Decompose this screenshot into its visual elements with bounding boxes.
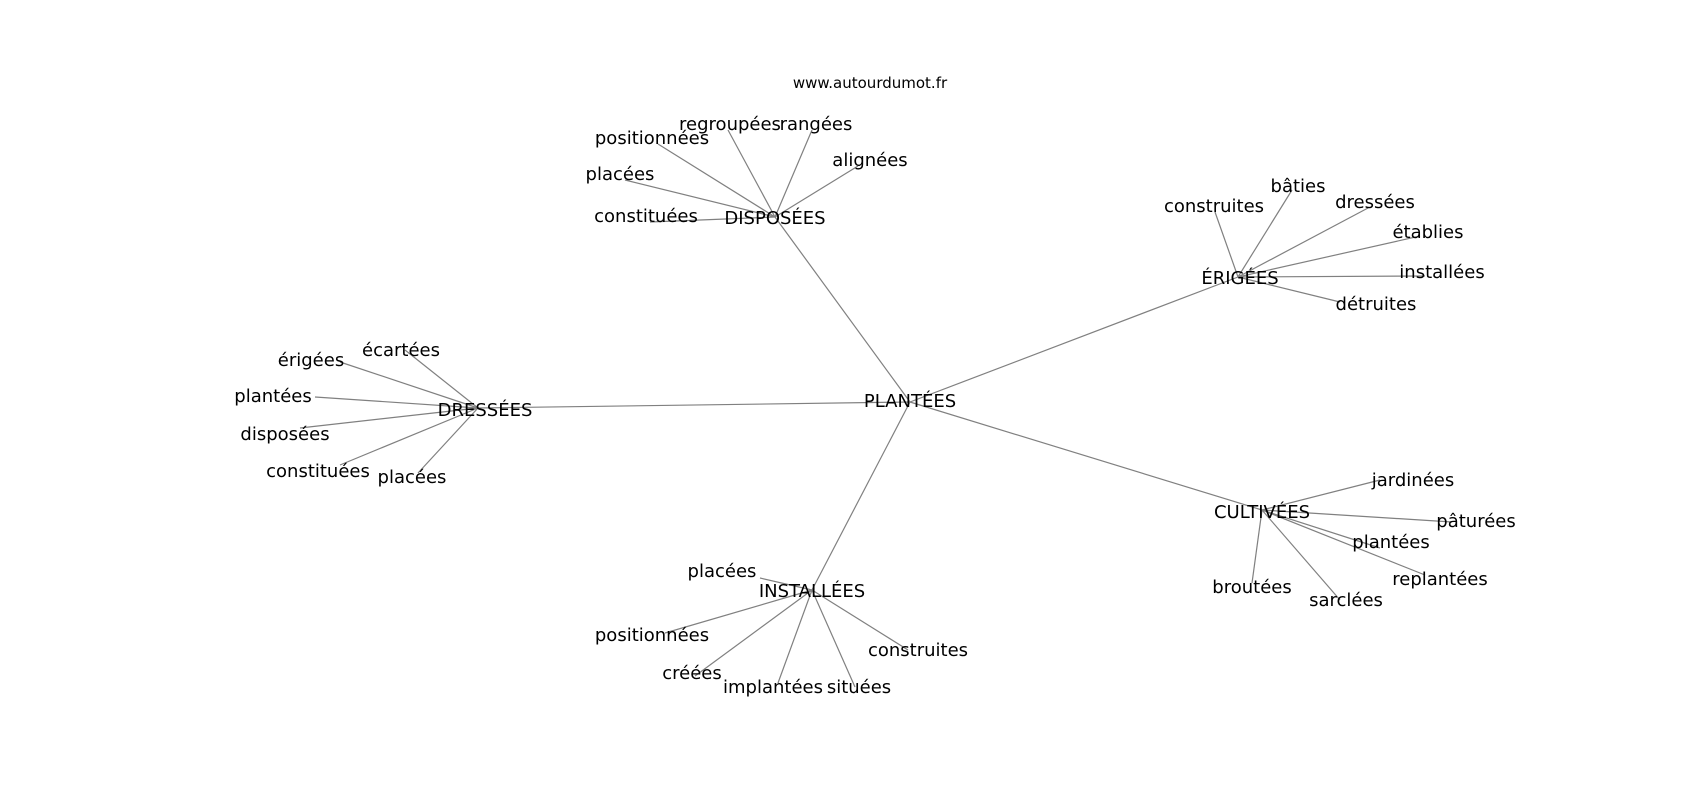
leaf-node-label: construites [868,640,968,661]
root-node-label: PLANTÉES [864,390,956,412]
leaf-node-label: positionnées [595,625,709,646]
leaf-edge [299,407,479,429]
leaf-edge [1261,479,1381,511]
leaf-node-label: écartées [362,340,440,361]
leaf-node-label: érigées [278,350,344,371]
root-edge [909,276,1239,403]
leaf-edge [1237,276,1341,303]
cluster-node-label: INSTALLÉES [759,580,865,602]
leaf-edge [727,129,776,218]
leaf-node-label: constituées [266,461,370,482]
leaf-edge [657,143,776,218]
leaf-node-label: positionnées [595,128,709,149]
leaf-node-label: bâties [1271,176,1326,197]
leaf-node-label: installées [1399,262,1484,283]
leaf-node-label: broutées [1212,577,1291,598]
leaf-edge [1237,275,1426,278]
leaf-node-label: détruites [1336,294,1417,315]
leaf-node-label: implantées [723,677,823,698]
root-edge [477,401,911,409]
leaf-edge [777,589,813,684]
leaf-node-label: rangées [780,114,853,135]
leaf-node-label: construites [1164,196,1264,217]
source-watermark: www.autourdumot.fr [793,74,948,92]
leaf-edge [774,165,859,218]
leaf-edge [1261,509,1381,549]
leaf-node-label: disposées [240,424,329,445]
leaf-node-label: plantées [234,386,311,407]
leaf-node-label: jardinées [1371,470,1454,491]
leaf-edge [649,216,776,223]
leaf-edge [1237,235,1421,278]
cluster-node-label: DISPOSÉES [724,207,825,229]
leaf-node-label: sarclées [1309,590,1383,611]
leaf-node-label: placées [586,164,655,185]
leaf-node-label: regroupées [679,114,781,135]
cluster-node-label: DRESSÉES [438,399,533,421]
leaf-edge [694,589,813,677]
graph-labels: www.autourdumot.fr PLANTÉES DISPOSÉES reg… [234,74,1515,698]
leaf-node-label: placées [378,467,447,488]
leaf-edge [759,577,813,591]
leaf-edge [314,396,479,409]
root-edge [909,401,1263,511]
leaf-edge [339,407,479,466]
leaf-edge [1261,509,1341,601]
leaf-node-label: plantées [1352,532,1429,553]
leaf-edge [1261,509,1453,523]
leaf-node-label: constituées [594,206,698,227]
leaf-edge [811,589,856,688]
leaf-node-label: situées [827,677,891,698]
cluster-node-label: ÉRIGÉES [1201,267,1278,289]
root-edge [811,401,911,591]
leaf-edge [1237,189,1293,278]
leaf-edge [624,179,776,218]
graph-edges [299,129,1453,688]
leaf-edge [1251,509,1263,584]
leaf-edge [404,349,479,409]
leaf-edge [1214,211,1239,278]
leaf-edge [774,129,813,218]
leaf-node-label: replantées [1392,569,1488,590]
leaf-node-label: dressées [1335,192,1415,213]
leaf-node-label: établies [1392,222,1463,243]
root-edge [774,216,911,403]
leaf-node-label: placées [688,561,757,582]
leaf-node-label: pâturées [1436,511,1515,532]
leaf-edge [1237,207,1369,278]
leaf-node-label: créées [662,663,722,684]
leaf-edge [339,361,479,409]
leaf-node-label: alignées [832,150,907,171]
leaf-edge [664,589,813,634]
cluster-node-label: CULTIVÉES [1214,501,1310,523]
leaf-edge [417,407,479,474]
leaf-edge [811,589,909,651]
leaf-edge [1261,509,1426,576]
